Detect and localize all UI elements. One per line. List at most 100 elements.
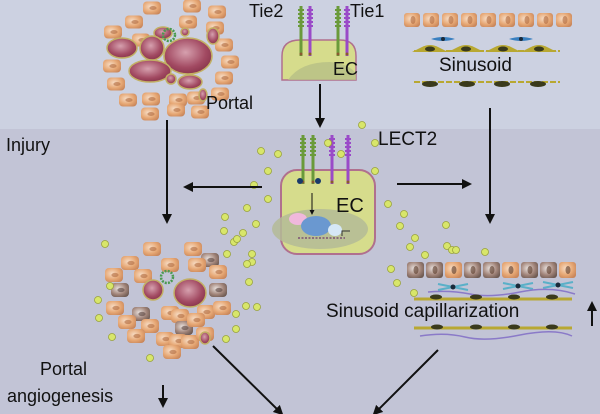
lect2-dot xyxy=(95,314,103,322)
transcription-start-icon xyxy=(341,230,350,236)
hepatocyte-nucleus xyxy=(565,266,571,274)
stellate-nucleus xyxy=(461,46,471,52)
tie2-receptor-domain xyxy=(310,138,316,140)
lect2-dot xyxy=(396,222,404,230)
hepatocyte-nucleus xyxy=(185,20,193,24)
normal-ec-label: EC xyxy=(333,59,359,79)
hepatocyte-nucleus xyxy=(147,323,155,329)
lect2-dot xyxy=(146,354,154,362)
lect2-dot xyxy=(108,333,116,341)
injured-ec-label: EC xyxy=(336,195,364,217)
lect2-dot xyxy=(221,213,229,221)
lect2-dot xyxy=(264,167,272,175)
lect2-dot xyxy=(452,246,460,254)
flow-arrows xyxy=(158,84,597,414)
lect2-dot xyxy=(411,234,419,242)
tie1-receptor-domain xyxy=(329,142,335,144)
hepatocyte-nucleus xyxy=(203,309,211,315)
capillarized-sinusoid xyxy=(407,262,576,340)
tie1-receptor-domain xyxy=(344,21,350,23)
phosphorylation-icon xyxy=(297,178,303,184)
normal-sinusoid xyxy=(404,13,572,87)
injured-endothelial-cell xyxy=(272,169,376,255)
lect2-dot xyxy=(243,204,251,212)
bile-duct xyxy=(161,27,177,43)
hepatocyte-nucleus xyxy=(190,246,198,252)
tie2-receptor-domain xyxy=(310,150,316,152)
tie2-receptor-domain xyxy=(298,25,304,27)
tie2-receptor-domain xyxy=(310,154,316,156)
lect2-dot xyxy=(232,310,240,318)
stellate-nucleus xyxy=(498,46,508,52)
lect2-dot xyxy=(223,250,231,258)
stellate-nucleus xyxy=(546,294,558,300)
hepatocyte-nucleus xyxy=(489,266,495,274)
hepatocyte-nucleus xyxy=(110,30,118,34)
blood-vessel xyxy=(199,331,211,345)
lect2-dot xyxy=(274,150,282,158)
tie1-receptor-domain xyxy=(344,17,350,19)
hepatocyte-nucleus xyxy=(127,260,135,266)
blood-vessel xyxy=(165,73,177,85)
tie1-receptor-domain xyxy=(344,25,350,27)
hepatocyte-nucleus xyxy=(546,266,552,274)
hepatocyte-nucleus xyxy=(175,98,183,102)
blood-vessel xyxy=(139,35,165,61)
hepatocyte-nucleus xyxy=(467,16,473,24)
lect2-dot xyxy=(248,250,256,258)
injured-tie-receptors xyxy=(297,135,351,184)
normal-tie-receptors xyxy=(298,6,350,56)
hepatocyte-nucleus xyxy=(486,16,492,24)
hepatocyte-nucleus xyxy=(173,108,181,112)
hepatocyte-nucleus xyxy=(524,16,530,24)
lect2-dot xyxy=(371,139,379,147)
hepatocyte-nucleus xyxy=(187,339,195,345)
blood-vessel xyxy=(177,74,203,90)
kupffer-nucleus xyxy=(515,283,521,289)
sinusoid-capillarization-label: Sinusoid capillarization xyxy=(326,301,520,322)
hepatocyte-nucleus xyxy=(175,338,183,344)
tie1-receptor-domain xyxy=(329,154,335,156)
lect2-dot xyxy=(481,248,489,256)
tie2-receptor-domain xyxy=(300,138,306,140)
lect2-dot xyxy=(387,265,395,273)
lect2-dot xyxy=(252,220,260,228)
lect2-dot xyxy=(371,167,379,175)
hepatocyte-nucleus xyxy=(125,98,133,102)
hepatocyte-nucleus xyxy=(505,16,511,24)
lect2-dot xyxy=(406,243,414,251)
lect2-dot xyxy=(443,242,451,250)
tie1-receptor-domain xyxy=(307,25,313,27)
hepatocyte-nucleus xyxy=(207,257,215,263)
blood-vessel xyxy=(128,59,172,83)
tie2-receptor-domain xyxy=(300,146,306,148)
tie1-receptor-kinase xyxy=(330,180,334,184)
hepatocyte-nucleus xyxy=(111,272,119,278)
kupffer-nucleus xyxy=(519,37,523,41)
stellate-nucleus xyxy=(508,294,520,300)
tie2-receptor-domain xyxy=(300,142,306,144)
endothelial-nucleus xyxy=(470,324,482,330)
kupffer-nucleus xyxy=(555,282,561,288)
hepatocyte-nucleus xyxy=(193,317,201,323)
hepatocyte-nucleus xyxy=(124,319,132,325)
tie1-receptor-kinase xyxy=(346,180,350,184)
hepatocyte-nucleus xyxy=(215,287,223,293)
hepatocyte-nucleus xyxy=(432,266,438,274)
lect2-dot xyxy=(253,303,261,311)
sinusoid-label: Sinusoid xyxy=(439,55,512,76)
arrow-portal-to-outcome xyxy=(212,345,284,414)
tie1-receptor-domain xyxy=(329,150,335,152)
tie2-receptor-domain xyxy=(310,146,316,148)
injured-portal-tissue xyxy=(105,242,231,359)
hepatocyte-nucleus xyxy=(177,313,185,319)
lect2-dot xyxy=(94,296,102,304)
normal-portal-label: Portal xyxy=(206,93,254,113)
endothelial-nucleus xyxy=(431,324,443,330)
hepatocyte-nucleus xyxy=(162,336,170,342)
hepatocyte-nucleus xyxy=(562,16,568,24)
hepatocyte-nucleus xyxy=(448,16,454,24)
hepatocyte-nucleus xyxy=(133,333,141,339)
tie2-receptor-kinase xyxy=(311,180,315,184)
hepatocyte-nucleus xyxy=(470,266,476,274)
